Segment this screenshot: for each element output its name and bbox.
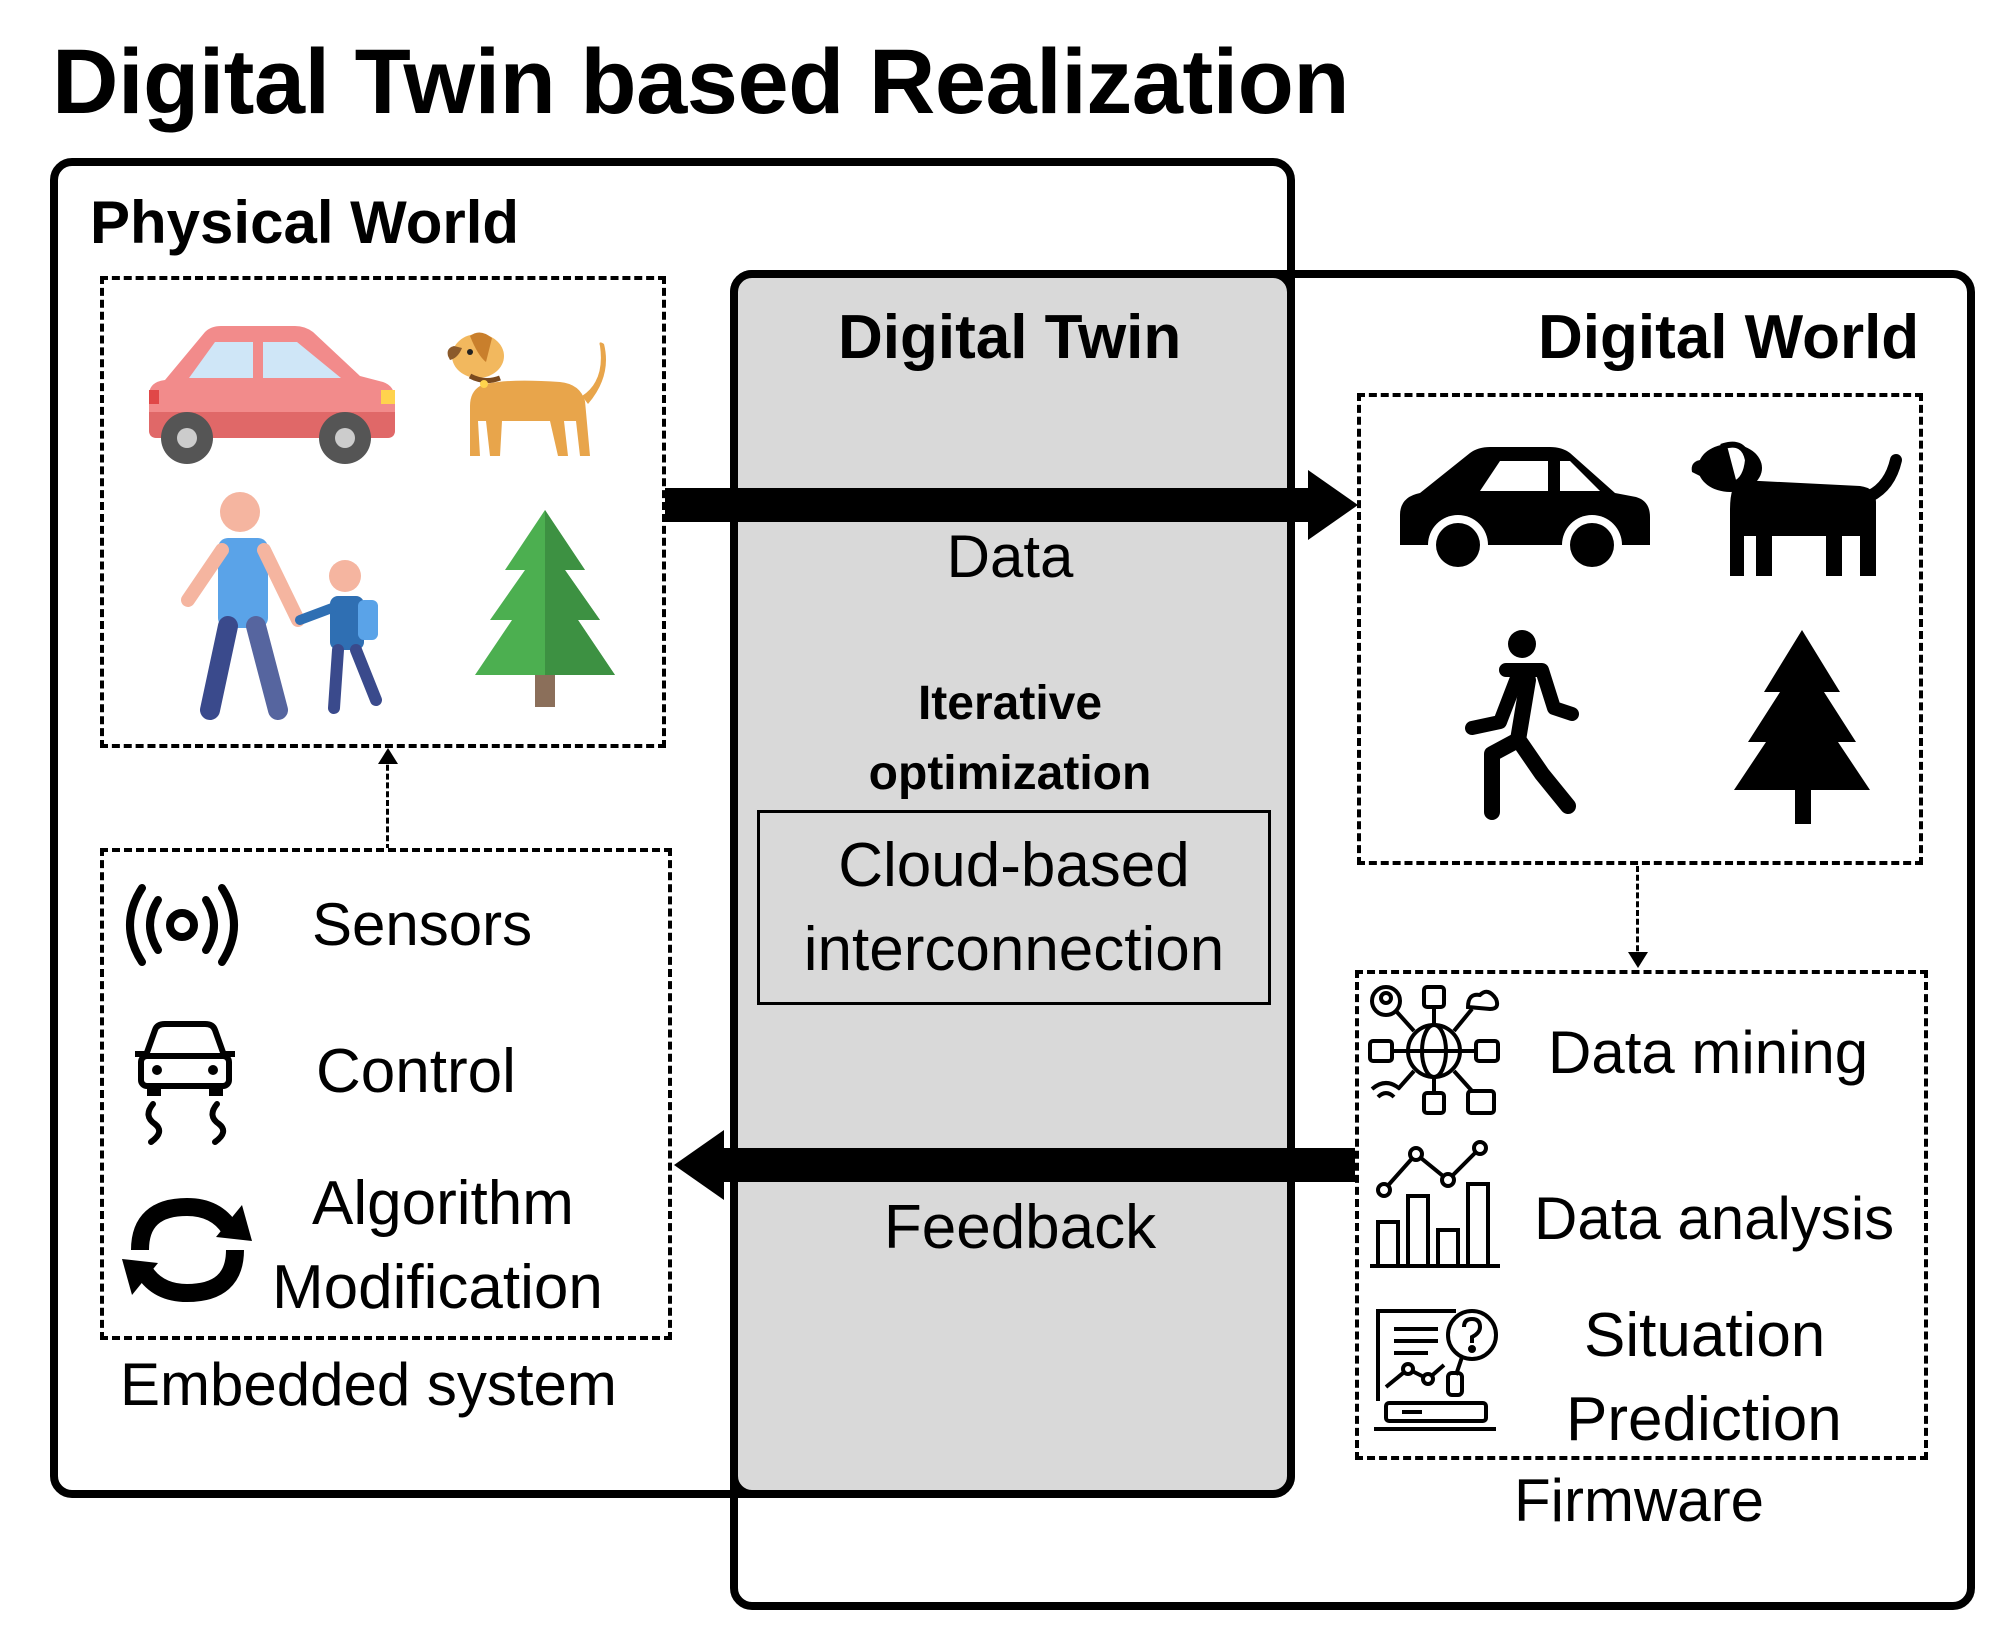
data-arrow-head <box>1308 470 1358 540</box>
connector-arrowhead-up <box>378 748 398 764</box>
data-analysis-label: Data analysis <box>1534 1185 1895 1252</box>
feedback-arrow-shaft <box>722 1148 1365 1182</box>
pedestrian-icon <box>1465 630 1579 820</box>
feedback-label: Feedback <box>883 1193 1157 1262</box>
digital-twin-label: Digital Twin <box>838 303 1182 372</box>
algorithm-label: Algorithm <box>312 1169 574 1238</box>
feedback-arrow-head <box>674 1130 724 1200</box>
cloud-line-2: interconnection <box>803 914 1225 984</box>
iterative-label: Iterative <box>917 677 1103 730</box>
situation-label: Situation <box>1584 1301 1826 1370</box>
data-label: Data <box>946 523 1074 590</box>
digital-to-firmware-connector <box>1636 866 1639 960</box>
cloud-line-1: Cloud-based <box>838 830 1190 900</box>
signal-waves-icon <box>126 884 238 966</box>
car-skid-icon <box>135 1021 235 1145</box>
sync-arrows-icon <box>122 1197 252 1303</box>
physical-tree-icon <box>475 510 615 707</box>
data-arrow-shaft <box>665 488 1315 522</box>
modification-label: Modification <box>272 1253 603 1322</box>
data-mining-icon <box>1368 985 1500 1115</box>
bar-line-chart-icon <box>1370 1140 1500 1268</box>
physical-world-label: Physical World <box>90 189 520 256</box>
embedded-system-label: Embedded system <box>120 1351 617 1418</box>
data-mining-label: Data mining <box>1548 1019 1869 1086</box>
digital-dog-icon <box>1691 441 1902 576</box>
control-label: Control <box>316 1037 516 1106</box>
embedded-to-physical-connector <box>386 756 389 850</box>
page-title: Digital Twin based Realization <box>52 31 1350 133</box>
digital-tree-icon <box>1734 630 1870 824</box>
cloud-interconnection-box: Cloud-based interconnection <box>757 810 1271 1005</box>
physical-dog-icon <box>447 332 606 456</box>
prediction-label: Prediction <box>1566 1385 1842 1454</box>
digital-car-icon <box>1400 447 1650 575</box>
connector-arrowhead-down <box>1628 952 1648 968</box>
firmware-label: Firmware <box>1514 1467 1764 1534</box>
report-search-icon <box>1374 1309 1498 1431</box>
optimization-label: optimization <box>868 747 1152 800</box>
physical-pedestrians-icon <box>181 492 382 720</box>
sensors-label: Sensors <box>312 891 533 958</box>
digital-world-label: Digital World <box>1538 303 1920 372</box>
physical-car-icon <box>149 326 395 464</box>
